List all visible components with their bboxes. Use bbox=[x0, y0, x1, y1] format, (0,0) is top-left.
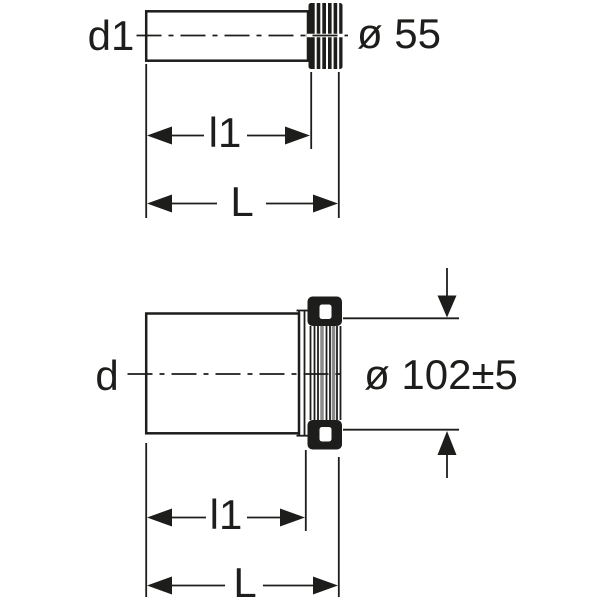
arrowhead-up-icon bbox=[437, 431, 457, 455]
arrowhead-left-icon bbox=[147, 508, 172, 527]
diameter-dim-top bbox=[343, 268, 459, 320]
arrowhead-right-icon bbox=[313, 194, 338, 213]
top-left-label: d1 bbox=[88, 12, 135, 59]
arrowhead-left-icon bbox=[147, 126, 172, 145]
arrowhead-down-icon bbox=[437, 295, 457, 318]
top-diameter-label: ø 55 bbox=[357, 10, 441, 57]
bottom-l1-label: l1 bbox=[210, 491, 243, 538]
gasket-hook-bottom-notch bbox=[319, 427, 332, 442]
figure-bottom: d ø 102±5 l1 L bbox=[95, 268, 518, 600]
bottom-dim-l1: l1 bbox=[147, 491, 305, 538]
figure-top: d1 ø 55 l1 L bbox=[88, 0, 441, 225]
bottom-dim-L: L bbox=[147, 559, 338, 600]
bottom-extension-lines bbox=[145, 443, 340, 597]
arrowhead-left-icon bbox=[147, 194, 172, 213]
diameter-dim-bottom bbox=[343, 428, 459, 478]
arrowhead-right-icon bbox=[285, 126, 310, 145]
top-l1-label: l1 bbox=[209, 109, 242, 156]
arrowhead-left-icon bbox=[147, 576, 172, 595]
bottom-L-label: L bbox=[233, 559, 256, 600]
top-L-label: L bbox=[230, 178, 253, 225]
bottom-diameter-label: ø 102±5 bbox=[364, 351, 518, 398]
top-dim-l1: l1 bbox=[147, 109, 310, 156]
arrowhead-right-icon bbox=[313, 576, 338, 595]
gasket-hook-top-notch bbox=[319, 304, 332, 319]
gasket-sleeve bbox=[296, 296, 342, 450]
top-dim-L: L bbox=[147, 178, 338, 225]
gasket-membrane-lines bbox=[309, 326, 342, 420]
top-extension-lines bbox=[145, 64, 340, 218]
bottom-left-label: d bbox=[95, 352, 118, 399]
arrowhead-right-icon bbox=[280, 508, 305, 527]
